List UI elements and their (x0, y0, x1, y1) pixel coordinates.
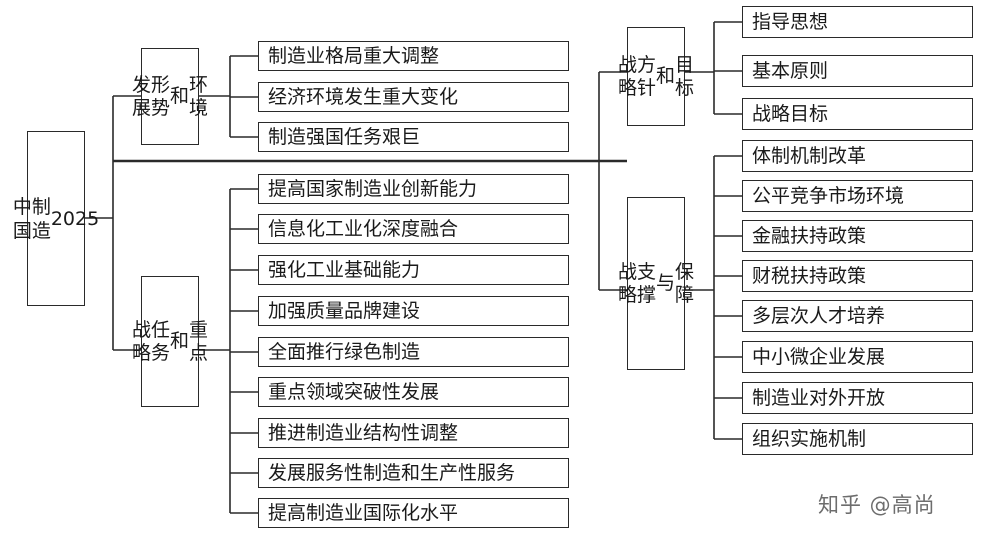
branch-guidelines: 战略方针和目标 (618, 27, 694, 126)
support-item: 中小微企业发展 (742, 341, 973, 373)
guidelines-label-line: 方针 (636, 53, 656, 99)
tasks-item: 提高国家制造业创新能力 (258, 174, 569, 204)
tasks-item: 加强质量品牌建设 (258, 296, 569, 326)
tasks-item: 强化工业基础能力 (258, 255, 569, 285)
situation-label-line: 形势 (150, 73, 170, 119)
tasks-item: 发展服务性制造和生产性服务 (258, 458, 569, 488)
situation-label-line: 发展 (131, 73, 151, 119)
tasks-label-line: 战略 (131, 318, 151, 364)
situation-label-line: 环境 (189, 73, 209, 119)
tasks-label-line: 任务 (150, 318, 170, 364)
tasks-label-line: 和 (170, 330, 190, 352)
guidelines-label-line: 战略 (617, 53, 637, 99)
guidelines-item: 指导思想 (742, 6, 973, 38)
situation-item: 制造强国任务艰巨 (258, 122, 569, 152)
tasks-label-line: 重点 (189, 318, 209, 364)
tasks-item: 重点领域突破性发展 (258, 377, 569, 407)
guidelines-label-line: 和 (656, 65, 676, 87)
root-label-line: 制造 (31, 195, 51, 242)
support-item: 金融扶持政策 (742, 220, 973, 252)
branch-situation: 发展形势和环境 (132, 48, 208, 145)
support-label-line: 保障 (675, 260, 695, 306)
root-label-line: 中国 (12, 195, 32, 242)
support-label-line: 战略 (617, 260, 637, 306)
situation-item: 经济环境发生重大变化 (258, 82, 569, 112)
guidelines-item: 战略目标 (742, 98, 973, 130)
support-item: 制造业对外开放 (742, 382, 973, 414)
support-label-line: 与 (656, 272, 676, 294)
support-item: 组织实施机制 (742, 423, 973, 455)
branch-support: 战略支撑与保障 (618, 197, 694, 370)
support-item: 公平竞争市场环境 (742, 180, 973, 212)
root-label-line: 2025 (50, 207, 100, 230)
tasks-item: 提高制造业国际化水平 (258, 498, 569, 528)
support-item: 多层次人才培养 (742, 300, 973, 332)
situation-item: 制造业格局重大调整 (258, 41, 569, 71)
guidelines-item: 基本原则 (742, 55, 973, 87)
branch-tasks: 战略任务和重点 (132, 276, 208, 407)
tasks-item: 信息化工业化深度融合 (258, 214, 569, 244)
support-item: 体制机制改革 (742, 140, 973, 172)
tasks-item: 全面推行绿色制造 (258, 337, 569, 367)
tasks-item: 推进制造业结构性调整 (258, 418, 569, 448)
situation-label-line: 和 (170, 85, 190, 107)
watermark: 知乎 @高尚 (818, 493, 936, 517)
support-item: 财税扶持政策 (742, 260, 973, 292)
guidelines-label-line: 目标 (675, 53, 695, 99)
support-label-line: 支撑 (636, 260, 656, 306)
